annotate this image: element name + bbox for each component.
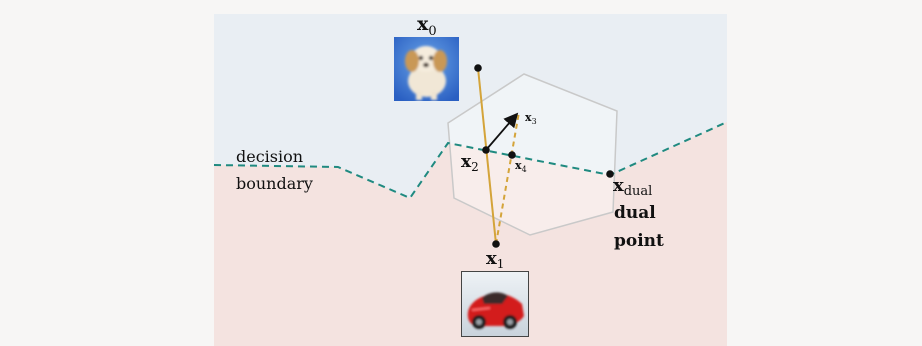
puppy-dog-image bbox=[394, 37, 459, 101]
point-x2 bbox=[482, 146, 490, 154]
point-x4 bbox=[508, 151, 516, 159]
point-start bbox=[474, 64, 482, 72]
point-xdual bbox=[606, 170, 614, 178]
point-x1 bbox=[492, 240, 500, 248]
label-x3: x3 bbox=[525, 111, 537, 126]
dual-point-label-line2: point bbox=[614, 231, 664, 251]
label-x0: x0 bbox=[417, 13, 437, 39]
dual-point-label-line1: dual bbox=[614, 203, 656, 223]
decision-boundary-label-line2: boundary bbox=[236, 174, 313, 193]
path-x1-to-x3-dashed bbox=[495, 111, 520, 245]
red-sports-car-image bbox=[461, 271, 529, 337]
decision-boundary-label-line1: decision bbox=[236, 147, 303, 166]
path-x0-to-x1 bbox=[477, 67, 497, 245]
label-xdual: xdual bbox=[613, 175, 652, 199]
arrow-x2-to-x3 bbox=[485, 112, 519, 151]
label-x2: x2 bbox=[461, 152, 479, 174]
lower-region bbox=[214, 122, 727, 346]
label-x4: x4 bbox=[515, 159, 527, 174]
label-x1: x1 bbox=[486, 248, 504, 271]
